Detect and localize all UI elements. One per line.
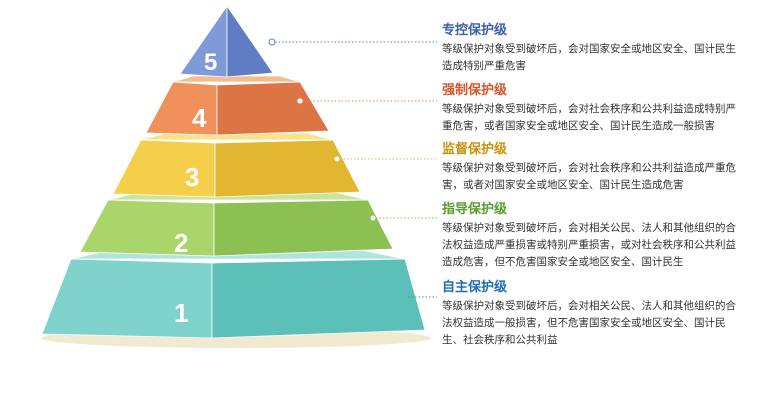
level-block-1: 自主保护级 等级保护对象受到破坏后，会对相关公民、法人和其他组织的合法权益造成一… [442,279,742,349]
level-block-4: 强制保护级 等级保护对象受到破坏后，会对社会秩序和公共利益造成特别严重危害，或者… [442,82,742,135]
level-5-title: 专控保护级 [442,23,508,38]
tier-2-side [213,199,394,257]
tier-3-front [112,139,216,198]
pyramid-tier-2: 2 [79,191,394,258]
tier-3-top [140,132,334,141]
connector-2 [369,214,437,222]
tier-4-side [216,81,330,136]
tier-3-number: 3 [185,162,199,192]
level-3-title: 监督保护级 [442,142,508,157]
connector-5 [268,38,437,46]
level-2-description: 等级保护对象受到破坏后，会对相关公民、法人和其他组织的合法权益造成严重损害或特别… [442,222,736,268]
level-4-title: 强制保护级 [442,83,508,98]
level-2-title: 指导保护级 [442,202,508,217]
tier-4-number: 4 [192,103,207,133]
tier-2-number: 2 [174,228,188,258]
pyramid-tier-5: 5 [179,4,274,78]
level-5-description: 等级保护对象受到破坏后，会对国家安全或地区安全、国计民生造成特别严重危害 [442,43,736,72]
connector-4 [296,97,437,105]
tier-2-front [79,199,215,257]
tier-1-number: 1 [174,298,188,328]
tier-5-number: 5 [204,49,217,76]
pyramid-tier-1: 1 [41,249,426,339]
level-block-2: 指导保护级 等级保护对象受到破坏后，会对相关公民、法人和其他组织的合法权益造成严… [442,201,742,271]
level-1-title: 自主保护级 [442,280,508,295]
pyramid-tier-3: 3 [112,132,361,198]
tier-1-side [211,258,426,339]
level-3-description: 等级保护对象受到破坏后，会对社会秩序和公共利益造成严重危害，或者对国家安全或地区… [442,162,736,191]
level-1-description: 等级保护对象受到破坏后，会对相关公民、法人和其他组织的合法权益造成一般损害，但不… [442,300,736,346]
level-4-description: 等级保护对象受到破坏后，会对社会秩序和公共利益造成特别严重危害，或者国家安全或地… [442,103,736,132]
connector-3 [333,155,437,163]
pyramid-tier-4: 4 [145,75,330,136]
tier-4-top [172,75,301,83]
level-block-5: 专控保护级 等级保护对象受到破坏后，会对国家安全或地区安全、国计民生造成特别严重… [442,22,742,75]
tier-3-side [214,139,361,198]
level-block-3: 监督保护级 等级保护对象受到破坏后，会对社会秩序和公共利益造成严重危害，或者对国… [442,141,742,194]
tier-5-side [226,4,274,78]
connectors [268,38,437,298]
